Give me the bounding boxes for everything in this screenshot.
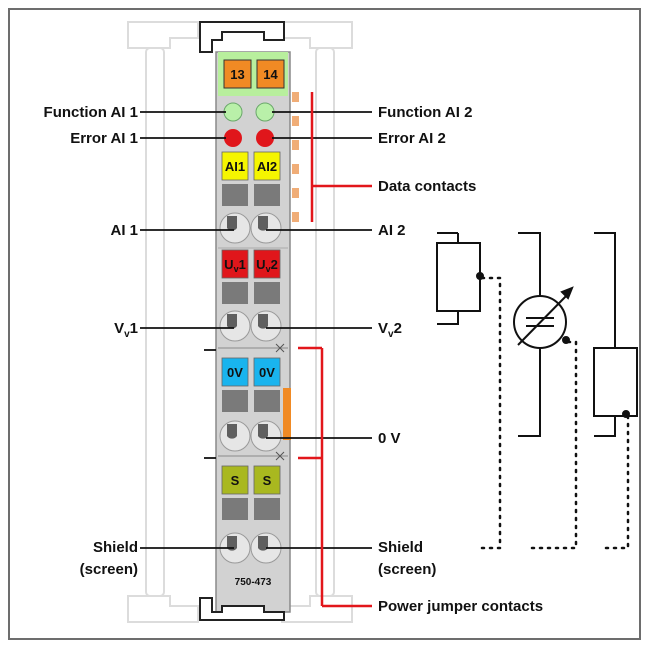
slot-uv2 [253, 249, 281, 279]
screen-left-label: (screen) [80, 561, 138, 578]
slot-ai1-label: AI1 [225, 159, 245, 174]
meter-sensor [513, 232, 574, 437]
shield-left-label: Shield [93, 539, 138, 556]
error-ai2-label: Error AI 2 [378, 130, 446, 147]
slot-0v-2 [253, 357, 281, 387]
slot-ai2 [253, 151, 281, 181]
slot-ai2-label: AI2 [257, 159, 277, 174]
power-jumper-label: Power jumper contacts [378, 598, 543, 615]
slot-ai1 [221, 151, 249, 181]
resistor-sensor-2 [593, 232, 638, 437]
bottom-clip [199, 597, 285, 621]
release-key [254, 390, 280, 412]
function-ai1-label: Function AI 1 [44, 104, 138, 121]
ai2-label: AI 2 [378, 222, 406, 239]
error-ai1-led [224, 129, 242, 147]
release-key [254, 282, 280, 304]
slot-0v-1-label: 0V [227, 365, 243, 380]
slot-0v-1 [221, 357, 249, 387]
screen-right-label: (screen) [378, 561, 436, 578]
din-rail-outline [127, 21, 353, 623]
slot-0v-2-label: 0V [259, 365, 275, 380]
terminal-13-label: 13 [230, 67, 244, 82]
function-ai2-led [255, 102, 275, 122]
top-clip [199, 21, 285, 53]
data-contacts-bracket [310, 92, 372, 222]
vv2-label: Vv2 [378, 320, 402, 340]
ai1-label: AI 1 [110, 222, 138, 239]
terminal-13-tab [223, 59, 252, 89]
leader-lines [140, 111, 372, 549]
slot-uv1-label: Uv1 [224, 257, 246, 274]
function-ai1-led [223, 102, 243, 122]
release-key [222, 184, 248, 206]
release-key [222, 282, 248, 304]
shield-wires [480, 276, 630, 550]
slot-s-2 [253, 465, 281, 495]
error-ai2-led [256, 129, 274, 147]
slot-uv2-label: Uv2 [256, 257, 278, 274]
release-key [222, 390, 248, 412]
terminal-14-label: 14 [263, 67, 278, 82]
power-jumper-tab [283, 388, 291, 440]
shield-right-label: Shield [378, 539, 423, 556]
slot-s-1-label: S [231, 473, 240, 488]
power-jumper-bracket [298, 346, 372, 608]
resistor-sensor-1 [436, 232, 484, 325]
release-key [254, 184, 280, 206]
vv1-label: Vv1 [114, 320, 138, 340]
terminal-14-tab [256, 59, 285, 89]
slot-uv1 [221, 249, 249, 279]
slot-s-1 [221, 465, 249, 495]
io-module: 13 14 AI1 AI2 Uv1 Uv2 [199, 21, 299, 621]
data-contact-tabs [292, 92, 299, 222]
release-key [254, 498, 280, 520]
0v-label: 0 V [378, 430, 401, 447]
release-key [222, 498, 248, 520]
data-contacts-label: Data contacts [378, 178, 476, 195]
part-number: 750-473 [235, 577, 272, 588]
error-ai1-label: Error AI 1 [70, 130, 138, 147]
function-ai2-label: Function AI 2 [378, 104, 472, 121]
slot-s-2-label: S [263, 473, 272, 488]
